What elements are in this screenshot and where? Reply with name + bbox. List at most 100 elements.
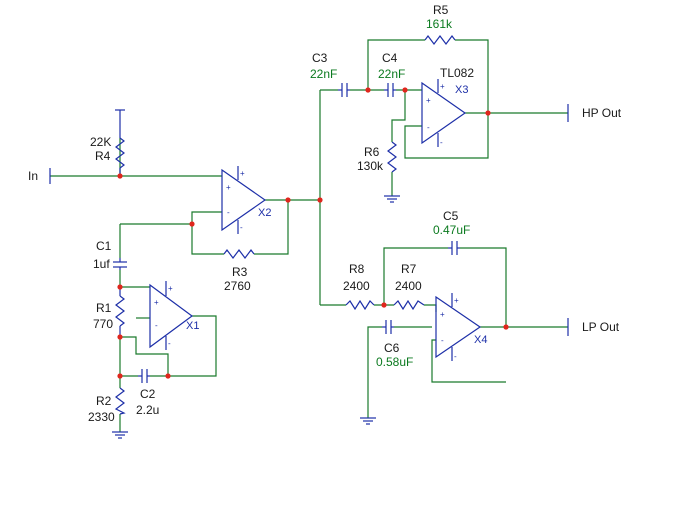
capacitor-c6: C6 0.58uF xyxy=(376,320,413,369)
r3-ref: R3 xyxy=(232,265,248,279)
r8-value: 2400 xyxy=(343,279,370,293)
x3-part: TL082 xyxy=(440,66,474,80)
r7-value: 2400 xyxy=(395,279,422,293)
junction-dot xyxy=(365,87,371,93)
c2-value: 2.2u xyxy=(136,403,159,417)
wire-c5-left xyxy=(383,247,448,305)
svg-text:-: - xyxy=(427,123,430,132)
opamp-x4: + - + - X4 xyxy=(435,293,487,361)
svg-text:-: - xyxy=(168,339,171,348)
opamp-icon xyxy=(221,168,267,232)
capacitor-icon xyxy=(138,369,150,383)
svg-text:+: + xyxy=(154,298,159,307)
capacitor-c4: C4 22nF xyxy=(378,51,405,97)
opamp-x2: + - + - X2 xyxy=(221,166,271,234)
r7-ref: R7 xyxy=(401,262,417,276)
wire-r5-right xyxy=(455,39,489,113)
opamp-x3: + - + - TL082 X3 xyxy=(421,66,474,147)
resistor-r7: R7 2400 xyxy=(393,262,425,311)
resistor-r4: 22K R4 xyxy=(90,116,125,176)
r6-ref: R6 xyxy=(364,145,380,159)
c1-value: 1uf xyxy=(93,257,110,271)
r2-value: 2330 xyxy=(88,410,115,424)
wire-x2-fb-right xyxy=(254,200,289,255)
resistor-icon xyxy=(114,387,126,415)
x4-ref: X4 xyxy=(474,334,487,346)
resistor-icon xyxy=(115,137,125,169)
x3-ref: X3 xyxy=(455,84,468,96)
resistor-icon xyxy=(223,249,255,259)
resistor-r6: R6 130k xyxy=(357,141,397,173)
svg-text:+: + xyxy=(440,82,445,91)
ground-icon xyxy=(384,195,400,203)
junction-dot xyxy=(189,221,195,227)
r1-value: 770 xyxy=(93,317,113,331)
wire-x4-fb xyxy=(431,339,506,383)
junction-dot xyxy=(117,373,123,379)
ground-icon xyxy=(115,109,125,116)
svg-text:+: + xyxy=(240,169,245,178)
c4-value: 22nF xyxy=(378,67,405,81)
c3-ref: C3 xyxy=(312,51,328,65)
junction-dot xyxy=(117,334,123,340)
svg-text:+: + xyxy=(454,296,459,305)
wires xyxy=(50,39,568,432)
wire-c6-gnd xyxy=(367,326,382,418)
junctions xyxy=(117,87,509,379)
wire-x1-minus-loop xyxy=(120,336,169,376)
wire-r6-top xyxy=(391,90,406,142)
capacitor-icon xyxy=(448,241,460,255)
c4-ref: C4 xyxy=(382,51,398,65)
capacitor-icon xyxy=(338,83,350,97)
svg-text:-: - xyxy=(440,138,443,147)
wire-r5-left xyxy=(367,39,425,90)
wire-x3-fb xyxy=(404,113,489,159)
ground-symbols xyxy=(112,109,400,439)
junction-dot xyxy=(117,284,123,290)
resistor-r2: R2 2330 xyxy=(88,387,126,424)
c3-value: 22nF xyxy=(310,67,337,81)
junction-dot xyxy=(165,373,171,379)
c5-ref: C5 xyxy=(443,209,459,223)
capacitor-icon xyxy=(382,320,394,334)
capacitor-c2: C2 2.2u xyxy=(136,369,159,417)
wire-c5-right xyxy=(460,247,507,327)
svg-text:+: + xyxy=(226,183,231,192)
r6-value: 130k xyxy=(357,159,384,173)
opamp-icon xyxy=(435,295,482,359)
wire-r7-right xyxy=(424,304,437,312)
resistor-icon xyxy=(393,299,425,311)
r4-ref: R4 xyxy=(95,149,111,163)
opamp-icon xyxy=(421,81,467,145)
svg-text:+: + xyxy=(440,310,445,319)
capacitor-c5: C5 0.47uF xyxy=(433,209,470,255)
opamp-icon xyxy=(149,283,194,349)
junction-dot xyxy=(402,87,408,93)
ground-icon xyxy=(360,417,376,425)
junction-dot xyxy=(503,324,509,330)
wire-x2-fb-left xyxy=(120,223,224,255)
resistor-r3: R3 2760 xyxy=(223,249,255,293)
capacitor-c3: C3 22nF xyxy=(310,51,350,97)
c1-ref: C1 xyxy=(96,239,112,253)
port-hp-out-label: HP Out xyxy=(582,106,622,120)
junction-dot xyxy=(485,110,491,116)
c2-ref: C2 xyxy=(140,387,156,401)
junction-dot xyxy=(285,197,291,203)
resistor-icon xyxy=(345,299,375,311)
c6-ref: C6 xyxy=(384,341,400,355)
svg-text:-: - xyxy=(227,208,230,217)
capacitor-icon xyxy=(113,258,127,270)
resistor-icon xyxy=(424,35,456,45)
port-hp-out: HP Out xyxy=(567,104,622,122)
r1-ref: R1 xyxy=(96,301,112,315)
x1-ref: X1 xyxy=(186,320,199,332)
svg-text:+: + xyxy=(426,96,431,105)
port-lp-out: LP Out xyxy=(567,318,620,336)
port-in-label: In xyxy=(28,169,38,183)
c6-value: 0.58uF xyxy=(376,355,413,369)
svg-text:-: - xyxy=(155,321,158,330)
resistor-r1: R1 770 xyxy=(93,287,125,337)
opamp-x1: + - + - X1 xyxy=(149,281,199,350)
